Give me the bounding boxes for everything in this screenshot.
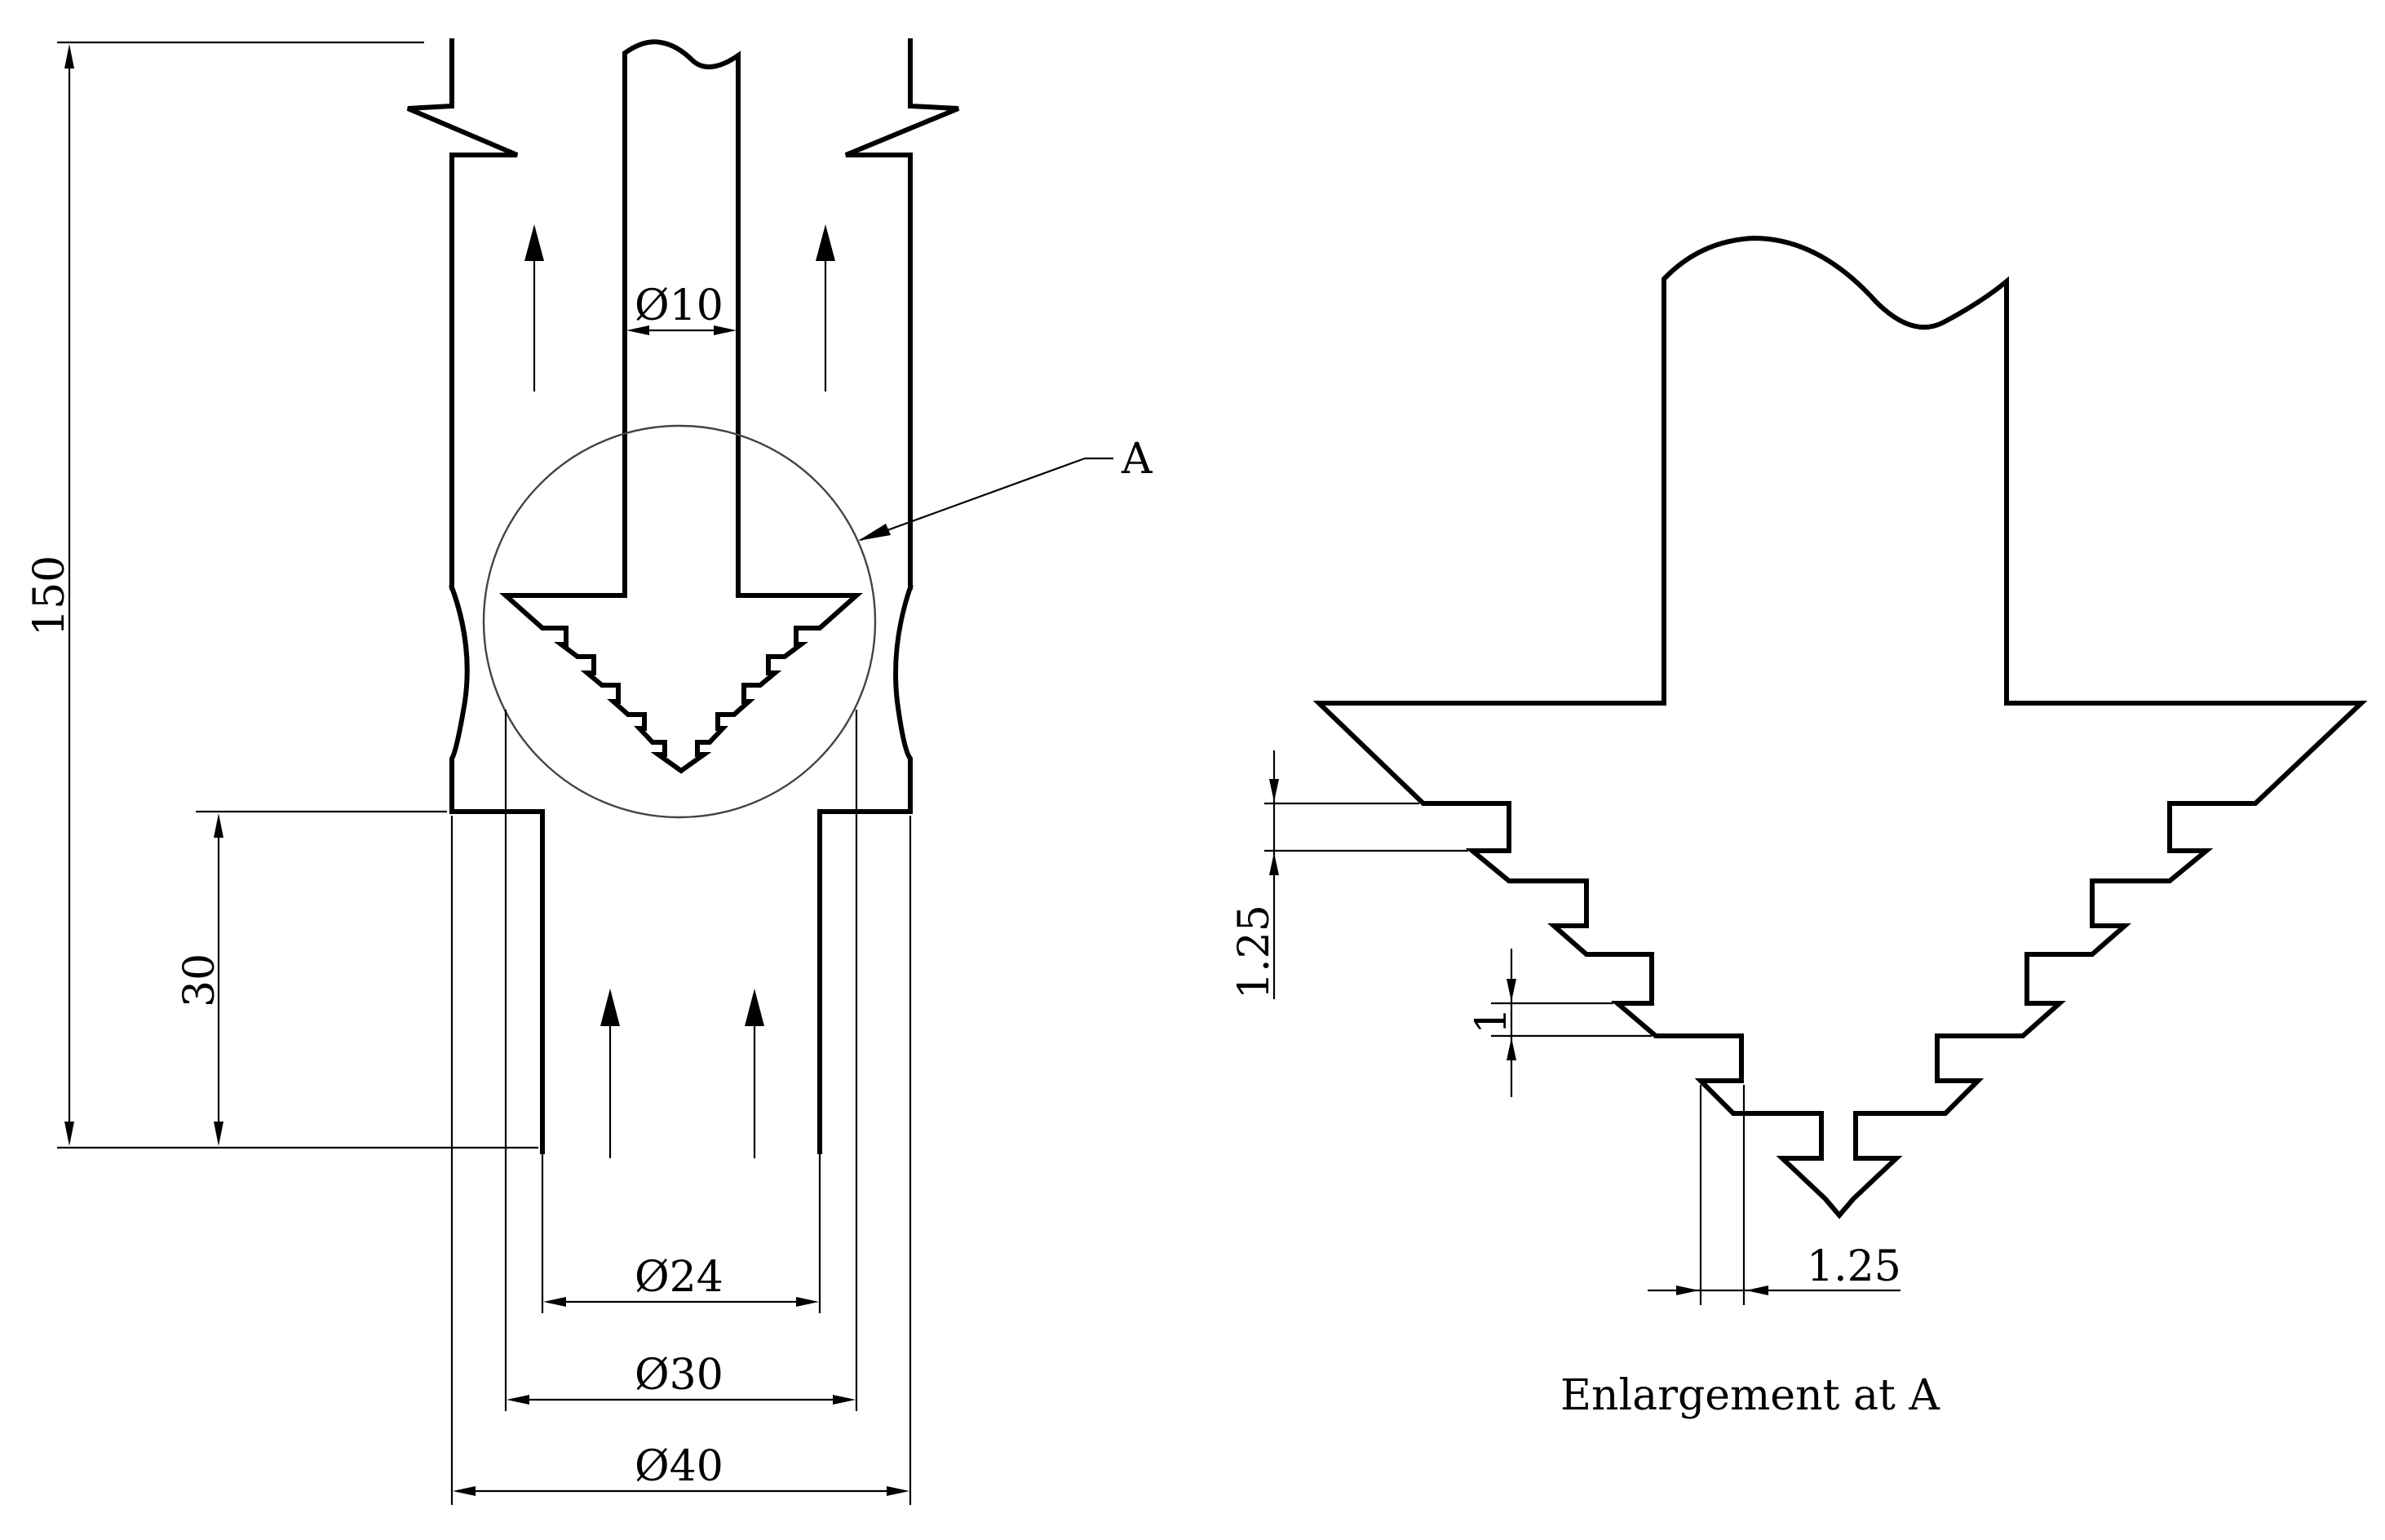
dim-e2-arrow-bottom <box>1507 1038 1516 1060</box>
detail-leader-arrowhead <box>858 524 891 541</box>
enlargement-view: 1.25 1 1.25 Enlargement at A <box>1230 235 2368 1420</box>
flow-arrowhead-lower-left <box>600 989 620 1026</box>
dim-step-width-bottom: 1.25 <box>1807 1242 1901 1291</box>
enlarged-rod <box>1662 235 2009 706</box>
dim-inlet-diameter: Ø24 <box>635 1253 723 1302</box>
dim-e1-arrow-top <box>1269 779 1279 802</box>
outer-wall-left-notch <box>449 584 545 1154</box>
callout-label-a: A <box>1121 435 1153 484</box>
stepped-tip <box>499 593 863 774</box>
dim-e3-arrow-left <box>1676 1286 1699 1295</box>
outer-wall-right-upper <box>844 38 960 590</box>
dim-step-height-small: 1 <box>1467 1007 1516 1034</box>
dim-150-arrow-bottom <box>64 1122 74 1146</box>
dim-e1-arrow-bottom <box>1269 852 1279 875</box>
dim-step-height-left: 1.25 <box>1230 905 1279 999</box>
left-section-view: A Ø10 150 30 Ø24 Ø30 <box>25 38 1153 1505</box>
dim-rod-diameter: Ø10 <box>635 281 723 330</box>
flow-arrowhead-upper-right <box>816 224 835 261</box>
dim-e3-arrow-right <box>1746 1286 1768 1295</box>
dim-30-arrow-top <box>214 813 223 838</box>
dim-30d-arrow-right <box>833 1395 856 1405</box>
outer-wall-right-notch <box>817 584 914 1154</box>
dim-rod-arrow-right <box>714 325 737 335</box>
dim-bore-diameter: Ø30 <box>635 1351 723 1400</box>
enlargement-caption: Enlargement at A <box>1560 1371 1940 1420</box>
dim-outer-diameter: Ø40 <box>635 1442 723 1491</box>
dim-30-arrow-bottom <box>214 1122 223 1146</box>
dim-24-arrow-right <box>796 1297 819 1307</box>
flow-arrowhead-upper-left <box>524 224 544 261</box>
dim-rod-arrow-left <box>626 325 649 335</box>
dim-40-arrow-left <box>453 1486 476 1496</box>
detail-leader <box>860 457 1086 542</box>
dim-inlet-length: 30 <box>175 954 224 1007</box>
dim-e2-arrow-top <box>1507 979 1516 1002</box>
enlarged-stepped-profile <box>1312 701 2368 1219</box>
dim-30d-arrow-left <box>507 1395 529 1405</box>
dim-24-arrow-left <box>543 1297 566 1307</box>
outer-wall-left-upper <box>406 38 519 590</box>
dim-40-arrow-right <box>887 1486 909 1496</box>
dim-length-total: 150 <box>25 555 74 636</box>
flow-arrowhead-lower-right <box>745 989 764 1026</box>
central-rod <box>622 39 741 598</box>
dim-150-arrow-top <box>64 44 74 69</box>
detail-circle-a <box>482 424 877 819</box>
